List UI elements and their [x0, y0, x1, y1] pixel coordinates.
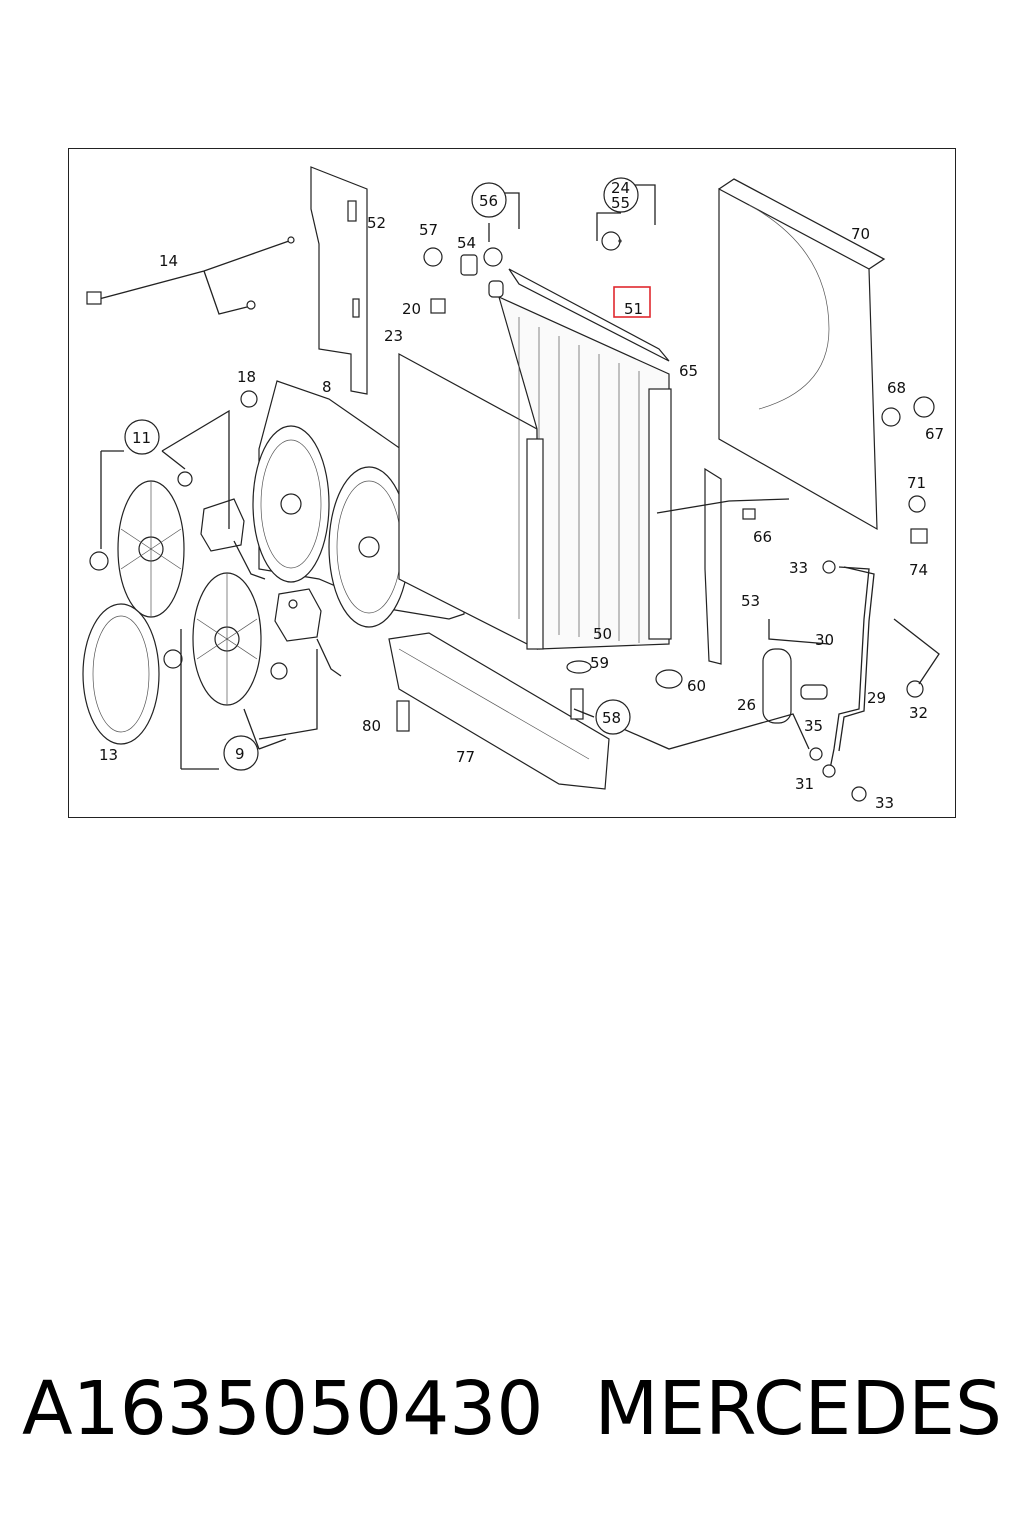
callout-59: 59 [590, 654, 609, 672]
callout-9: 9 [235, 745, 245, 763]
wiring-harness [86, 236, 295, 315]
callout-52: 52 [367, 214, 386, 232]
callout-57: 57 [419, 221, 438, 239]
caption: A1635050430 MERCEDES [0, 1372, 1024, 1472]
seal-strip-51 [508, 268, 670, 362]
callout-55: 55 [611, 194, 630, 212]
highlight-box-51 [613, 286, 651, 318]
fan-motor-lower [274, 588, 342, 677]
callout-66: 66 [753, 528, 772, 546]
refrigerant-line-29 [762, 566, 875, 775]
condenser-50 [398, 295, 672, 650]
callout-51: 51 [624, 300, 643, 318]
callout-70: 70 [851, 225, 870, 243]
callout-23: 23 [384, 327, 403, 345]
diagram-svg: 14 52 57 54 56 24 55 70 20 51 23 65 18 8… [82, 166, 944, 812]
callout-67: 67 [925, 425, 944, 443]
callout-74: 74 [909, 561, 928, 579]
callout-18: 18 [237, 368, 256, 386]
callout-71: 71 [907, 474, 926, 492]
callout-29: 29 [867, 689, 886, 707]
callout-8: 8 [322, 378, 332, 396]
callout-31: 31 [795, 775, 814, 793]
bracket-53 [704, 467, 722, 665]
callout-30: 30 [815, 631, 834, 649]
callout-24: 24 [611, 179, 630, 197]
callout-20: 20 [402, 300, 421, 318]
callout-26: 26 [737, 696, 756, 714]
callout-68: 68 [887, 379, 906, 397]
callout-35: 35 [804, 717, 823, 735]
callout-56: 56 [479, 192, 498, 210]
callout-circles [124, 177, 639, 771]
callout-65: 65 [679, 362, 698, 380]
callout-77: 77 [456, 748, 475, 766]
callout-14: 14 [159, 252, 178, 270]
callout-13: 13 [99, 746, 118, 764]
fasteners-right [396, 231, 935, 802]
fan-motor-upper [200, 498, 266, 580]
fan-cowl-70 [718, 178, 886, 531]
callout-labels: 14 52 57 54 56 24 55 70 20 51 23 65 18 8… [99, 179, 944, 812]
callout-33b: 33 [875, 794, 894, 812]
fan-blade-11 [117, 480, 185, 618]
callout-50: 50 [593, 625, 612, 643]
callout-80: 80 [362, 717, 381, 735]
callout-60: 60 [687, 677, 706, 695]
lower-duct-77 [388, 632, 610, 790]
bracket-52 [310, 166, 368, 395]
callout-33a: 33 [789, 559, 808, 577]
callout-54: 54 [457, 234, 476, 252]
fan-ring-13 [82, 603, 160, 745]
callout-53: 53 [741, 592, 760, 610]
part-number-label: A1635050430 [22, 1366, 544, 1452]
callout-32: 32 [909, 704, 928, 722]
callout-58: 58 [602, 709, 621, 727]
fasteners-left [89, 390, 298, 680]
callout-11: 11 [132, 429, 151, 447]
fan-blade-9 [192, 572, 262, 706]
brand-label: MERCEDES [594, 1366, 1002, 1452]
exploded-parts-diagram: 14 52 57 54 56 24 55 70 20 51 23 65 18 8… [68, 148, 956, 818]
